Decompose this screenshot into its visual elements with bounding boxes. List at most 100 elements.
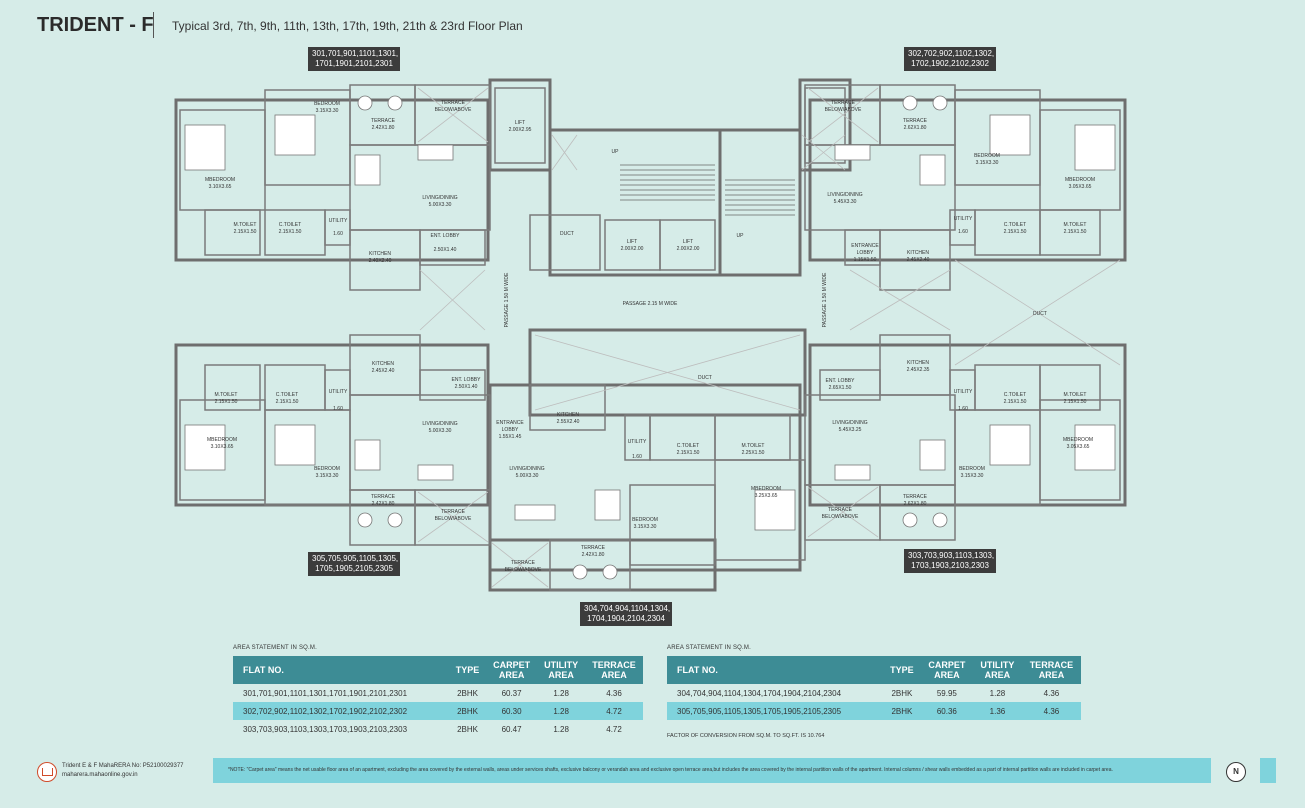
page-subtitle: Typical 3rd, 7th, 9th, 11th, 13th, 17th,… <box>172 19 523 33</box>
title-divider <box>153 12 154 38</box>
rera-website: maharera.mahaonline.gov.in <box>62 772 138 778</box>
label-ctoilet-3: C.TOILET <box>1004 222 1026 228</box>
label-living-1: LIVING/DINING <box>422 195 457 201</box>
cell-type: 2BHK <box>457 688 478 698</box>
label-duct-1: DUCT <box>560 231 574 237</box>
label-mtoilet-4: M.TOILET <box>742 443 765 449</box>
dim-utility-5: 1.60 <box>958 406 968 412</box>
cell-utility: 1.36 <box>972 702 1022 720</box>
label-utility-3: UTILITY <box>954 216 973 222</box>
label-mbedroom-4: MBEDROOM <box>751 486 781 492</box>
cell-terrace: 4.72 <box>606 724 622 734</box>
dim-kitchen-1: 2.40X2.40 <box>369 258 392 264</box>
label-duct-2: DUCT <box>698 375 712 381</box>
label-stair-up-1: UP <box>612 149 620 155</box>
label-lift-1: LIFT <box>515 120 525 126</box>
label-ctoilet-4: C.TOILET <box>677 443 699 449</box>
dim-mbedroom-4: 3.25X3.65 <box>755 493 778 499</box>
flat-tag-302-line1: 302,702,902,1102,1302, <box>908 49 995 58</box>
dim-kitchen-2: 2.45X2.40 <box>372 368 395 374</box>
table-row: 302,702,902,1102,1302,1702,1902,2102,230… <box>233 702 643 720</box>
label-mbedroom-2: MBEDROOM <box>207 437 237 443</box>
dim-mtoilet-5: 2.15X1.50 <box>1064 399 1087 405</box>
flat-tag-301-line2: 1701,1901,2101,2301 <box>315 59 393 68</box>
cell-terrace: 4.36 <box>1043 688 1060 698</box>
label-lift-3: LIFT <box>683 239 693 245</box>
dim-mbedroom-2: 3.10X3.65 <box>211 444 234 450</box>
th-terrace-1: TERRACE <box>1029 660 1074 670</box>
floor-plan: BEDROOM 3.15X3.30 TERRACE 2.42X1.80 TERR… <box>174 78 1127 592</box>
dim-kitchen-4: 2.55X2.40 <box>557 419 580 425</box>
dim-bedroom-5: 3.15X3.30 <box>961 473 984 479</box>
th-flat: FLAT NO. <box>233 656 449 684</box>
flat-tag-305: 305,705,905,1105,1305, 1705,1905,2105,23… <box>308 552 400 576</box>
flat-tag-305-line1: 305,705,905,1105,1305, <box>312 554 399 563</box>
label-utility-4: UTILITY <box>628 439 647 445</box>
label-bedroom-3: BEDROOM <box>974 153 1000 159</box>
label-utility-1: UTILITY <box>329 218 348 224</box>
label-entrance-4: ENTRANCE <box>496 420 524 426</box>
dim-mtoilet-3: 2.15X1.50 <box>1064 229 1087 235</box>
flat-tag-301-line1: 301,701,901,1101,1301, <box>312 49 399 58</box>
cell-type: 2BHK <box>457 724 478 734</box>
dim-bedroom-2: 3.15X3.30 <box>316 473 339 479</box>
label-utility-5: UTILITY <box>954 389 973 395</box>
label-terrace-3: TERRACE <box>903 118 928 124</box>
th-utility-2: AREA <box>984 670 1011 680</box>
dim-terrace-1: 2.42X1.80 <box>372 125 395 131</box>
cell-utility: 1.28 <box>553 724 569 734</box>
dim-bedroom-4: 3.15X3.30 <box>634 524 657 530</box>
label-passage-main: PASSAGE 2.15 M WIDE <box>623 301 678 307</box>
label-lift-2: LIFT <box>627 239 637 245</box>
label-mtoilet-2: M.TOILET <box>215 392 238 398</box>
label-ctoilet-2: C.TOILET <box>276 392 298 398</box>
flat-tag-301: 301,701,901,1101,1301, 1701,1901,2101,23… <box>308 47 400 71</box>
dim-utility-3: 1.60 <box>958 229 968 235</box>
label-living-3: LIVING/DINING <box>827 192 862 198</box>
th-terrace-2: AREA <box>601 670 627 680</box>
flat-tag-302-line2: 1702,1902,2102,2302 <box>911 59 989 68</box>
flat-tag-304-line1: 304,704,904,1104,1304, <box>584 604 671 613</box>
label-bedroom-2: BEDROOM <box>314 466 340 472</box>
dim-mbedroom-3: 3.05X3.65 <box>1069 184 1092 190</box>
dim-living-3: 5.45X3.30 <box>834 199 857 205</box>
cell-carpet: 60.36 <box>920 702 973 720</box>
label-terrace-2: TERRACE <box>371 494 396 500</box>
dim-living-5: 5.45X3.25 <box>839 427 862 433</box>
label-kitchen-4: KITCHEN <box>557 412 579 418</box>
dim-mtoilet-1: 2.15X1.50 <box>234 229 257 235</box>
label-terrace-below-2b: BELOW/ABOVE <box>435 516 472 522</box>
label-terrace-1: TERRACE <box>371 118 396 124</box>
label-terrace-below-3a: TERRACE <box>831 100 856 106</box>
th-carpet-1: CARPET <box>493 660 531 670</box>
label-terrace-below-1b: BELOW/ABOVE <box>435 107 472 113</box>
dim-ctoilet-3: 2.15X1.50 <box>1004 229 1027 235</box>
dim-living-2: 5.00X3.30 <box>429 428 452 434</box>
dim-terrace-4: 2.42X1.80 <box>582 552 605 558</box>
label-mtoilet-3: M.TOILET <box>1064 222 1087 228</box>
label-kitchen-3: KITCHEN <box>907 250 929 256</box>
footer-accent-block <box>1260 758 1276 783</box>
page-title: TRIDENT - F <box>37 14 154 36</box>
label-terrace-below-3b: BELOW/ABOVE <box>825 107 862 113</box>
cell-type: 2BHK <box>449 702 487 720</box>
dim-entlobby-5: 2.65X1.50 <box>829 385 852 391</box>
cell-utility: 1.28 <box>537 702 586 720</box>
th-utility-1: UTILITY <box>544 660 579 670</box>
dim-living-1: 5.00X3.30 <box>429 202 452 208</box>
table-row: 305,705,905,1105,1305,1705,1905,2105,230… <box>667 702 1081 720</box>
label-lobby-4: LOBBY <box>502 427 519 433</box>
dim-utility-4: 1.60 <box>632 454 642 460</box>
flat-tag-303: 303,703,903,1103,1303, 1703,1903,2103,23… <box>904 549 996 573</box>
label-mbedroom-5: MBEDROOM <box>1063 437 1093 443</box>
cell-flat: 304,704,904,1104,1304,1704,1904,2104,230… <box>677 688 842 698</box>
dim-terrace-5: 2.62X1.80 <box>904 501 927 507</box>
flat-tag-305-line2: 1705,1905,2105,2305 <box>315 564 393 573</box>
label-mbedroom-1: MBEDROOM <box>205 177 235 183</box>
cell-carpet: 60.47 <box>501 724 522 734</box>
th-terrace-2: AREA <box>1038 670 1065 680</box>
flat-tag-303-line2: 1703,1903,2103,2303 <box>911 561 989 570</box>
